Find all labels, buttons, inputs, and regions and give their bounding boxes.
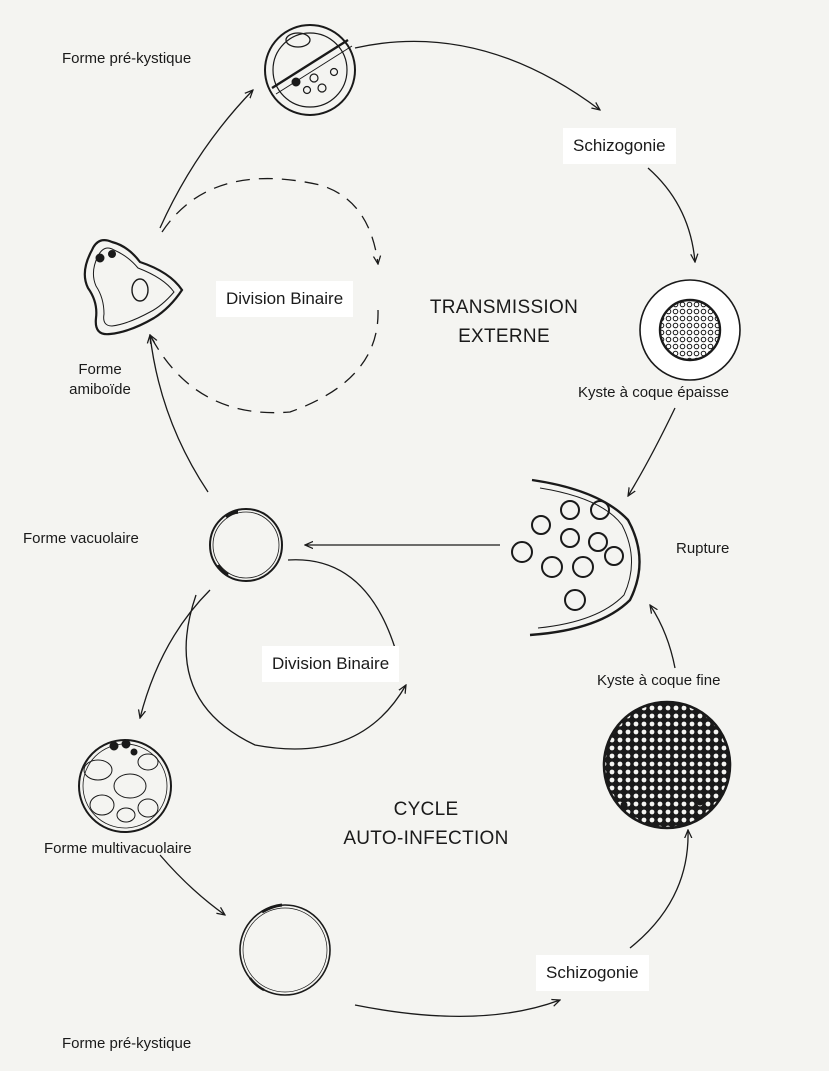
- label-division-binaire-bottom: Division Binaire: [262, 646, 399, 682]
- arrow-dashed-return: [150, 310, 378, 413]
- arrow-schizogonie-to-kyste-epaisse: [648, 168, 695, 262]
- arrow-vacuolaire-to-amiboide: [150, 335, 208, 492]
- arrow-pre-kystique-to-schizogonie-bottom: [355, 1000, 560, 1016]
- label-schizogonie-bottom: Schizogonie: [536, 955, 649, 991]
- label-forme-amiboide: Forme amiboïde: [65, 360, 135, 401]
- kyste-epaisse-cell: [640, 280, 740, 380]
- label-forme-amiboide-line1: Forme: [65, 360, 135, 380]
- arrow-division-binaire-top: [162, 179, 378, 264]
- label-transmission-externe: TRANSMISSION EXTERNE: [404, 293, 604, 352]
- label-rupture: Rupture: [676, 540, 729, 557]
- label-externe: EXTERNE: [404, 322, 604, 351]
- label-cycle-auto-infection: CYCLE AUTO-INFECTION: [316, 795, 536, 854]
- arrow-kyste-fine-to-rupture: [650, 605, 675, 668]
- arrow-multivacuolaire-to-pre-kystique: [160, 855, 225, 915]
- label-auto-infection: AUTO-INFECTION: [316, 824, 536, 853]
- kyste-fine-cell: [604, 702, 730, 828]
- label-pre-kystique-bottom: Forme pré-kystique: [62, 1035, 191, 1052]
- label-pre-kystique-top: Forme pré-kystique: [62, 50, 191, 67]
- rupture-cell: [512, 480, 640, 635]
- arrow-schizogonie-to-kyste-fine: [630, 830, 688, 948]
- arrow-amiboide-to-pre-kystique: [160, 90, 253, 228]
- label-transmission: TRANSMISSION: [404, 293, 604, 322]
- label-schizogonie-top: Schizogonie: [563, 128, 676, 164]
- multivacuolaire-cell: [79, 740, 171, 832]
- pre-kystique-bottom-cell: [240, 905, 330, 995]
- arrow-division-binaire-bottom-start: [288, 560, 395, 648]
- label-forme-amiboide-line2: amiboïde: [65, 380, 135, 400]
- label-division-binaire-top: Division Binaire: [216, 281, 353, 317]
- label-forme-vacuolaire: Forme vacuolaire: [23, 530, 139, 547]
- arrow-kyste-epaisse-to-rupture: [628, 408, 675, 496]
- label-forme-multivacuolaire: Forme multivacuolaire: [44, 840, 192, 857]
- pre-kystique-top-cell: [265, 25, 355, 115]
- vacuolaire-cell: [210, 509, 282, 581]
- label-kyste-epaisse: Kyste à coque épaisse: [578, 384, 729, 401]
- amiboide-cell: [85, 240, 182, 334]
- label-kyste-fine: Kyste à coque fine: [597, 672, 720, 689]
- arrow-pre-kystique-to-schizogonie: [355, 41, 600, 110]
- label-cycle: CYCLE: [316, 795, 536, 824]
